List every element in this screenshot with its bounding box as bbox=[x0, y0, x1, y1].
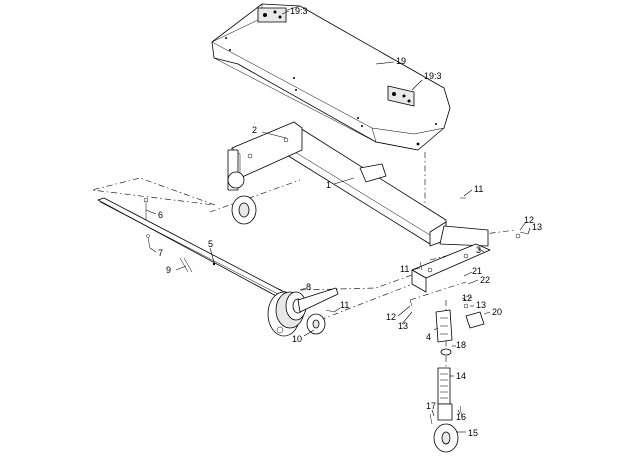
callout-12-left: 12 bbox=[386, 312, 396, 322]
callout-19-3-top: 19:3 bbox=[290, 6, 308, 16]
callout-17: 17 bbox=[426, 401, 436, 411]
clip-part-20 bbox=[465, 311, 485, 329]
callout-19: 19 bbox=[396, 56, 406, 66]
cover-shield-part-19 bbox=[211, 3, 451, 151]
callout-11-top: 11 bbox=[474, 184, 483, 194]
left-bracket-part-2 bbox=[231, 121, 303, 179]
decal-19-3-right bbox=[387, 85, 415, 107]
callout-9: 9 bbox=[166, 265, 171, 275]
callout-8: 8 bbox=[306, 282, 311, 292]
callout-11-low: 11 bbox=[340, 300, 349, 310]
callout-22: 22 bbox=[480, 275, 490, 285]
callout-5: 5 bbox=[208, 239, 213, 249]
callout-15: 15 bbox=[468, 428, 478, 438]
left-caster-wheel bbox=[227, 149, 257, 225]
main-tube-part-1 bbox=[281, 127, 489, 247]
callout-7: 7 bbox=[158, 248, 163, 258]
callout-19-3-right: 19:3 bbox=[424, 71, 442, 81]
callout-13-center: 13 bbox=[476, 300, 486, 310]
callout-4: 4 bbox=[426, 332, 431, 342]
post-part-14 bbox=[437, 367, 451, 405]
callout-11-mid: 11 bbox=[400, 264, 409, 274]
callout-21: 21 bbox=[472, 266, 482, 276]
washer-part-18 bbox=[440, 348, 452, 356]
callout-10: 10 bbox=[292, 334, 302, 344]
callout-16: 16 bbox=[456, 412, 466, 422]
callout-12-center: 12 bbox=[462, 293, 472, 303]
pin-part-6 bbox=[143, 197, 149, 220]
callout-1: 1 bbox=[326, 180, 331, 190]
callout-2: 2 bbox=[252, 125, 257, 135]
bracket-channel-part-3 bbox=[411, 243, 491, 293]
callout-6: 6 bbox=[158, 210, 163, 220]
callout-13-right: 13 bbox=[532, 222, 542, 232]
callout-20: 20 bbox=[492, 307, 502, 317]
pin-part-9 bbox=[179, 257, 193, 273]
callout-14: 14 bbox=[456, 371, 466, 381]
pin-part-7 bbox=[146, 234, 151, 249]
bolt-hardware bbox=[325, 197, 529, 425]
callout-labels: 19:3 19 19:3 2 1 11 6 12 13 5 3 7 9 11 2… bbox=[158, 6, 542, 438]
callout-13-left: 13 bbox=[398, 321, 408, 331]
socket-tube-part-4 bbox=[435, 309, 453, 343]
callout-12-right: 12 bbox=[524, 215, 534, 225]
decal-19-3-top bbox=[257, 7, 287, 23]
leader-lines bbox=[145, 10, 531, 433]
callout-18: 18 bbox=[456, 340, 466, 350]
pulley-assembly-part-8 bbox=[267, 287, 339, 337]
collar-part-10 bbox=[306, 313, 326, 335]
caster-wheel-part-15 bbox=[433, 403, 459, 453]
callout-3: 3 bbox=[476, 245, 481, 255]
